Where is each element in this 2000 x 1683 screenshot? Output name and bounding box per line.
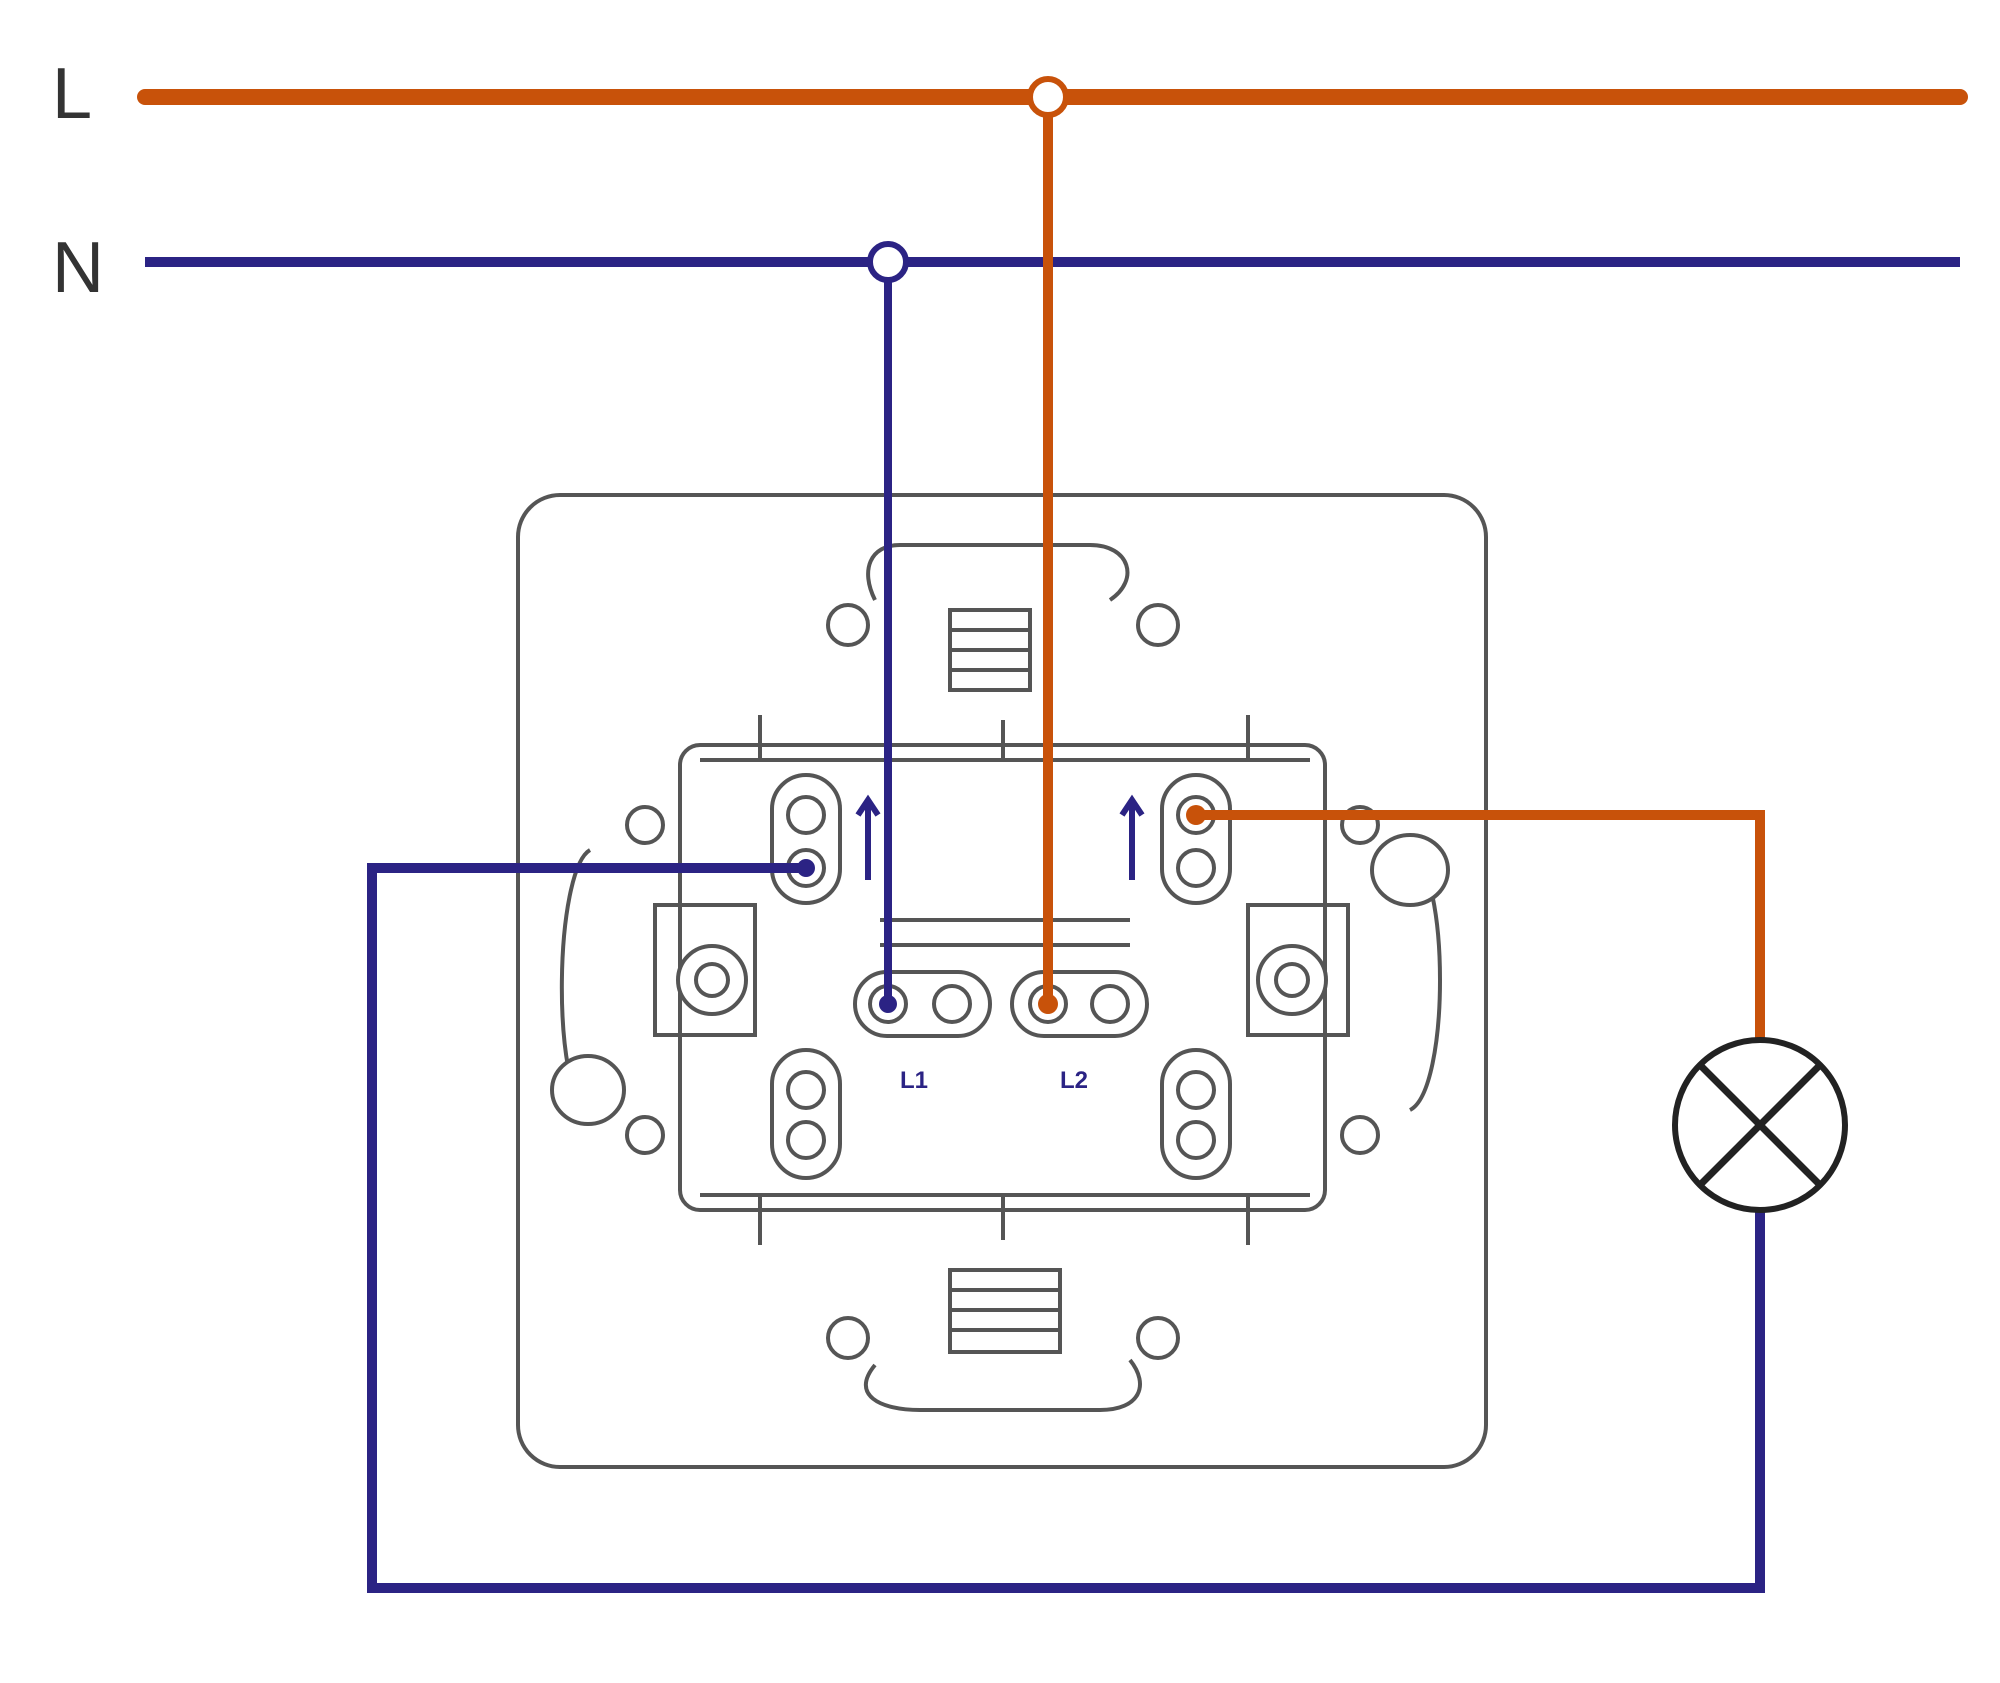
switch-plate [516,493,1488,1469]
terminal-l1-label: L1 [900,1067,928,1094]
switch-icon: L1 L2 [516,493,1488,1469]
terminal-l2-label: L2 [1060,1067,1088,1094]
return-connection [797,859,815,877]
terminal-upper-left [770,773,842,905]
neutral-label: N [52,228,104,308]
switched-phase-wire [1196,810,1765,1040]
arrow-marker [855,794,881,880]
lamp-icon [1672,1037,1848,1213]
phase-label: L [52,54,92,134]
left-clamp-knob [550,1054,626,1126]
left-screw-icon [676,944,748,1016]
plate-screw-hole [826,603,870,647]
plate-screw-hole [1136,1316,1180,1360]
bottom-clip [863,1358,1142,1412]
terminal-upper-right [1160,773,1232,905]
right-screw-icon [1256,944,1328,1016]
right-clamp-knob [1370,833,1450,907]
switched-phase-connection [1186,805,1206,825]
l2-connection [1038,994,1058,1014]
l1-connection [879,995,897,1013]
phase-junction [1027,76,1069,118]
return-wire [367,863,1765,1593]
left-screw-housing [653,903,757,1037]
lamp-cross [1697,1062,1823,1188]
top-clip [866,543,1130,602]
plate-screw-hole [1136,603,1180,647]
arrow-marker [1119,794,1145,880]
plate-screw-hole [826,1316,870,1360]
neutral-junction [867,241,909,283]
right-screw-housing [1246,903,1350,1037]
